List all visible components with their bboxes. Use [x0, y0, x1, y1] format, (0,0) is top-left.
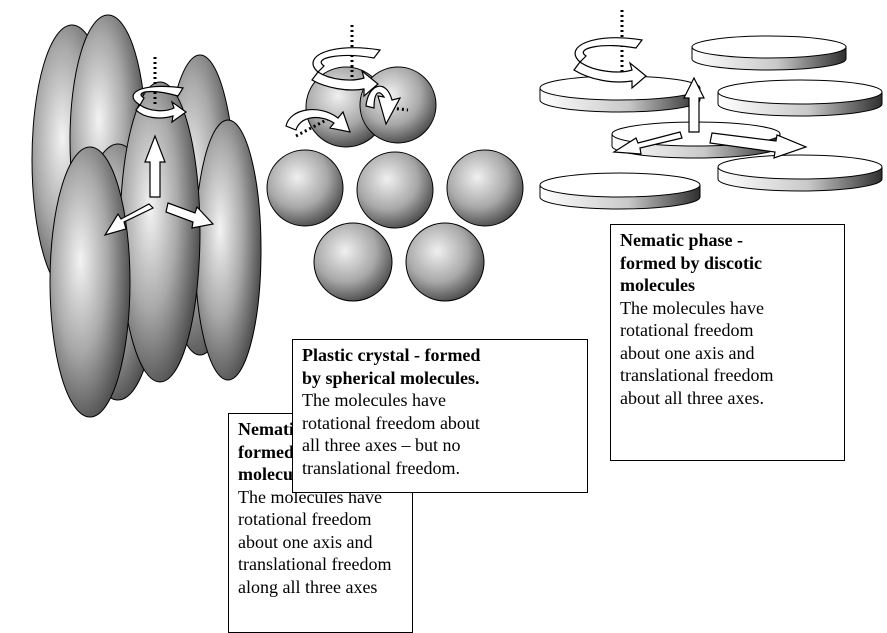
discotic-caption-body-line-2: rotational freedom: [620, 319, 836, 342]
plastic-caption-body-line-4: translational freedom.: [302, 457, 579, 480]
calamitic-rod-cluster: [32, 15, 261, 417]
calamitic-caption-body-line-2: rotational freedom: [238, 508, 404, 531]
plastic-caption-body-line-3: all three axes – but no: [302, 434, 579, 457]
disk-molecule: [540, 173, 700, 209]
discotic-caption-body-line-5: about all three axes.: [620, 387, 836, 410]
discotic-caption-title-line-3: molecules: [620, 274, 836, 297]
discotic-caption-title-line-1: Nematic phase -: [620, 229, 836, 252]
rod-molecule: [50, 147, 130, 417]
plastic-caption-title-line-2: by spherical molecules.: [302, 367, 579, 390]
sphere-molecule: [314, 223, 392, 301]
discotic-caption-body-line-4: translational freedom: [620, 364, 836, 387]
discotic-disk-cluster: [540, 36, 882, 209]
discotic-caption-box: Nematic phase - formed by discotic molec…: [610, 224, 845, 461]
disk-molecule: [718, 155, 882, 191]
discotic-caption-body-line-3: about one axis and: [620, 342, 836, 365]
rod-molecule: [195, 120, 261, 380]
plastic-caption-title-line-1: Plastic crystal - formed: [302, 344, 579, 367]
discotic-caption-body-line-1: The molecules have: [620, 297, 836, 320]
sphere-molecule: [267, 150, 343, 226]
plastic-caption-body-line-1: The molecules have: [302, 389, 579, 412]
plastic-crystal-caption-box: Plastic crystal - formed by spherical mo…: [292, 339, 588, 493]
plastic-caption-body-line-2: rotational freedom about: [302, 412, 579, 435]
rod-molecule: [120, 82, 200, 382]
calamitic-caption-body-line-3: about one axis and: [238, 531, 404, 554]
sphere-molecule: [447, 150, 523, 226]
disk-molecule: [692, 36, 846, 70]
sphere-molecule: [406, 223, 484, 301]
calamitic-caption-body-line-5: along all three axes: [238, 576, 404, 599]
calamitic-caption-body-line-4: translational freedom: [238, 553, 404, 576]
discotic-caption-title-line-2: formed by discotic: [620, 252, 836, 275]
disk-molecule: [718, 80, 882, 116]
sphere-molecule: [357, 152, 433, 228]
